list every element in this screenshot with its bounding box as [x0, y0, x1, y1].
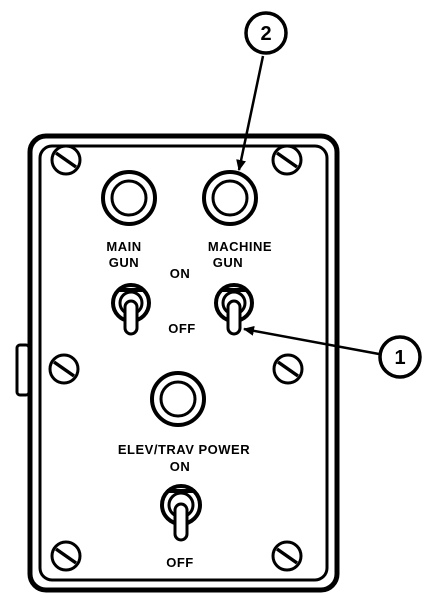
main-gun-label-line2: GUN — [109, 255, 139, 270]
off-label-top: OFF — [168, 321, 196, 336]
on-label-top: ON — [170, 266, 191, 281]
callout-1-bubble: 1 — [378, 335, 422, 379]
on-label-bottom: ON — [170, 459, 191, 474]
panel-faceplate — [38, 144, 329, 582]
off-label-bottom: OFF — [166, 555, 194, 570]
screw-mid-right — [272, 353, 304, 385]
main-gun-label-line1: MAIN — [106, 239, 141, 254]
screw-top-right — [271, 144, 303, 176]
main-gun-indicator-lamp — [101, 170, 157, 226]
main-gun-toggle-switch[interactable] — [111, 283, 151, 336]
callout-2-leader — [236, 55, 265, 171]
screw-bottom-right — [271, 540, 303, 572]
callout-2-bubble: 2 — [244, 11, 288, 55]
callout-2-number: 2 — [260, 23, 271, 45]
machine-gun-toggle-switch[interactable] — [214, 283, 254, 336]
callout-1-number: 1 — [394, 347, 405, 369]
side-connector — [15, 343, 31, 397]
machine-gun-label-line1: MACHINE — [208, 239, 272, 254]
screw-mid-left — [48, 353, 80, 385]
screw-bottom-left — [50, 540, 82, 572]
elev-trav-indicator-lamp — [150, 371, 206, 427]
screw-top-left — [50, 144, 82, 176]
callout-1-leader — [243, 325, 380, 356]
machine-gun-indicator-lamp — [202, 170, 258, 226]
machine-gun-label-line2: GUN — [213, 255, 243, 270]
elev-trav-power-label: ELEV/TRAV POWER — [118, 442, 250, 457]
elev-trav-power-toggle-switch[interactable] — [160, 484, 202, 542]
